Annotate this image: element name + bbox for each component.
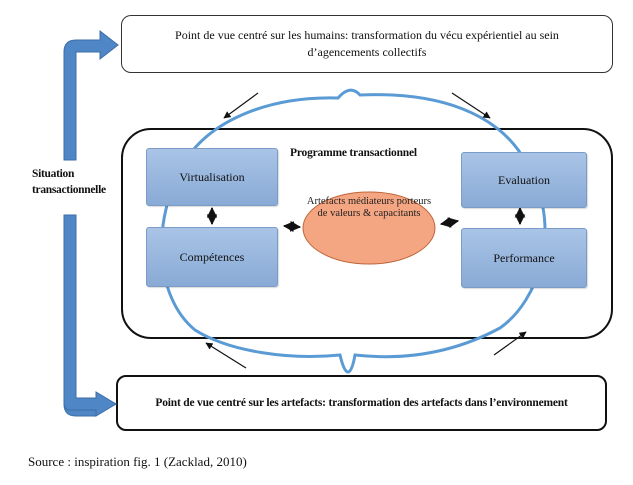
artefacts-text: Artefacts médiateurs porteurs de valeurs… xyxy=(306,196,432,219)
competences-node: Compétences xyxy=(146,227,278,287)
artefact-perspective-text: Point de vue centré sur les artefacts: t… xyxy=(155,397,568,409)
virtualisation-label: Virtualisation xyxy=(179,169,245,184)
human-perspective-box: Point de vue centré sur les humains: tra… xyxy=(121,15,613,73)
arrow-bottom-right xyxy=(493,331,527,356)
source-caption: Source : inspiration fig. 1 (Zacklad, 20… xyxy=(28,454,247,469)
arrow-top-left xyxy=(223,92,259,119)
link-left-center xyxy=(282,221,302,232)
artefact-perspective-box: Point de vue centré sur les artefacts: t… xyxy=(116,375,607,431)
situation-label-line2: transactionnelle xyxy=(32,184,106,196)
situation-label-line1: Situation xyxy=(32,168,75,180)
up-arrow-to-human-view xyxy=(63,29,119,161)
arrow-bottom-left xyxy=(205,342,247,369)
situation-label: Situation transactionnelle xyxy=(32,166,106,198)
link-center-right xyxy=(439,216,460,229)
artefacts-ellipse xyxy=(302,191,436,265)
virtualisation-node: Virtualisation xyxy=(146,148,278,206)
arrow-top-right xyxy=(451,92,491,119)
performance-node: Performance xyxy=(461,228,587,288)
transaction-loop xyxy=(160,88,547,374)
evaluation-node: Evaluation xyxy=(461,152,587,208)
program-title: Programme transactionnel xyxy=(290,147,417,159)
performance-label: Performance xyxy=(493,250,555,265)
human-perspective-text: Point de vue centré sur les humains: tra… xyxy=(175,28,559,59)
competences-label: Compétences xyxy=(179,249,245,264)
evaluation-label: Evaluation xyxy=(498,172,550,187)
